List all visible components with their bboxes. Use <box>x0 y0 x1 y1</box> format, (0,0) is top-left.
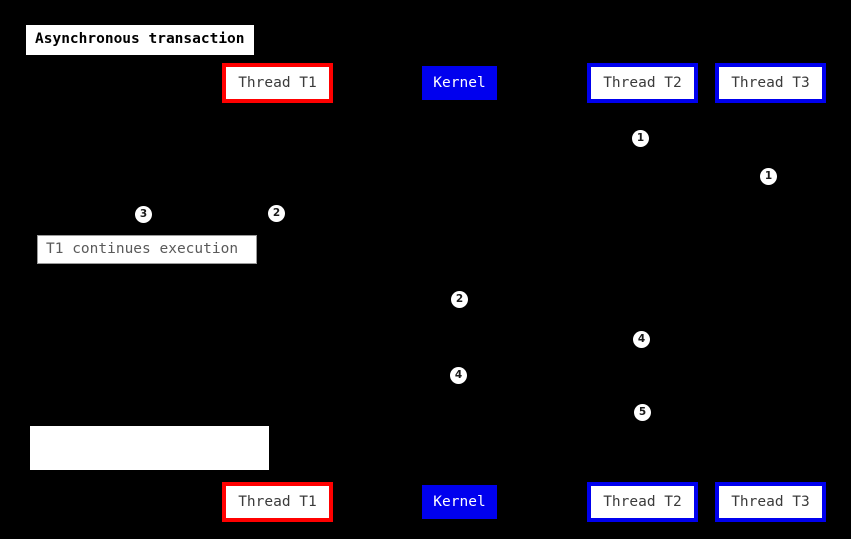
participant-label: Kernel <box>433 493 486 510</box>
step-badge-5: 5 <box>634 404 651 421</box>
lifeline-stub <box>769 103 771 109</box>
note-box: T1 continues execution <box>37 235 257 264</box>
participant-thread-t3-bottom[interactable]: Thread T3 <box>715 482 826 522</box>
participant-label: Thread T2 <box>603 493 682 510</box>
step-badge-1: 1 <box>632 130 649 147</box>
lifeline-stub <box>769 476 771 482</box>
step-badge-4: 4 <box>633 331 650 348</box>
participant-label: Thread T3 <box>731 74 810 91</box>
step-badge-3: 3 <box>135 206 152 223</box>
participant-label: Thread T1 <box>238 74 317 91</box>
lifeline-stub <box>641 103 643 109</box>
lifeline-stub <box>277 103 279 109</box>
blank-plate <box>30 426 269 470</box>
participant-label: Thread T2 <box>603 74 682 91</box>
participant-thread-t3-top[interactable]: Thread T3 <box>715 63 826 103</box>
note-text: T1 continues execution <box>46 241 239 258</box>
diagram-title: Asynchronous transaction <box>26 25 254 55</box>
participant-label: Thread T3 <box>731 493 810 510</box>
lifeline-stub <box>641 476 643 482</box>
step-badge-4: 4 <box>450 367 467 384</box>
step-badge-1: 1 <box>760 168 777 185</box>
participant-kernel-bottom[interactable]: Kernel <box>422 485 497 519</box>
participant-label: Kernel <box>433 74 486 91</box>
step-badge-2: 2 <box>451 291 468 308</box>
participant-thread-t1-top[interactable]: Thread T1 <box>222 63 333 103</box>
participant-kernel-top[interactable]: Kernel <box>422 66 497 100</box>
lifeline-stub <box>277 476 279 482</box>
participant-thread-t2-top[interactable]: Thread T2 <box>587 63 698 103</box>
step-badge-2: 2 <box>268 205 285 222</box>
participant-label: Thread T1 <box>238 493 317 510</box>
participant-thread-t2-bottom[interactable]: Thread T2 <box>587 482 698 522</box>
participant-thread-t1-bottom[interactable]: Thread T1 <box>222 482 333 522</box>
